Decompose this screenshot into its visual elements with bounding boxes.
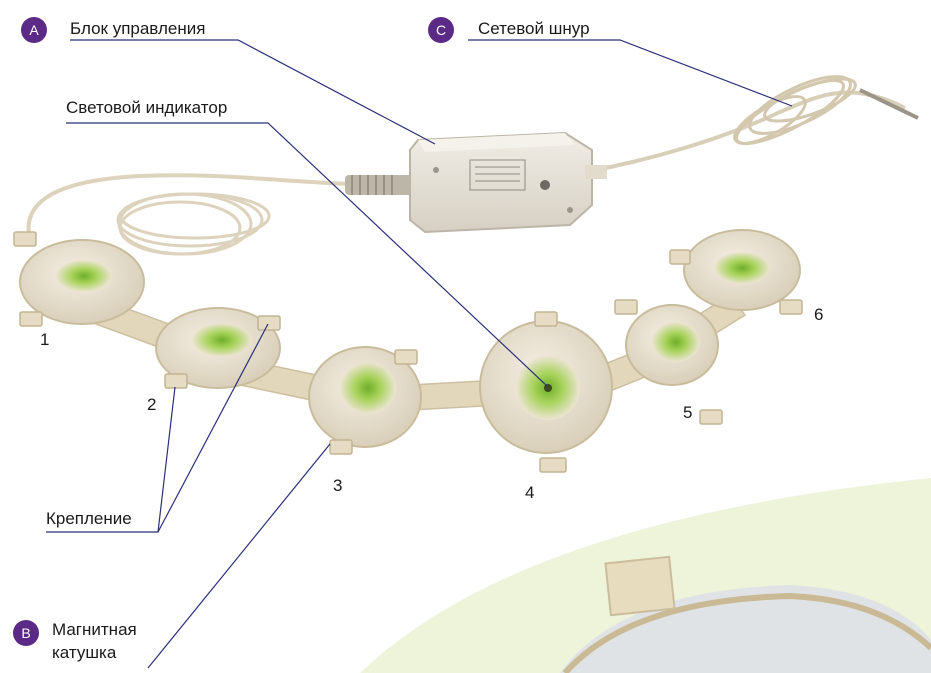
control-box-icon <box>410 133 607 232</box>
power-cord-coil-icon <box>728 65 860 154</box>
label-mount: Крепление <box>46 509 132 529</box>
coil-number-5: 5 <box>683 403 692 423</box>
coil-number-1: 1 <box>40 330 49 350</box>
leader-coil <box>148 444 330 668</box>
badge-b: B <box>13 620 39 646</box>
badge-a: A <box>21 17 47 43</box>
badge-c: C <box>428 17 454 43</box>
label-light-indicator: Световой индикатор <box>66 98 227 118</box>
leader-control-box <box>70 40 435 144</box>
magnetic-coil-pad-6 <box>684 230 800 310</box>
coil-number-2: 2 <box>147 395 156 415</box>
label-magnetic-coil-line1: Магнитная <box>52 620 137 640</box>
label-control-box: Блок управления <box>70 19 205 39</box>
coil-number-3: 3 <box>333 476 342 496</box>
power-cord <box>585 92 905 172</box>
leader-power-cord <box>468 40 792 106</box>
coil-number-4: 4 <box>525 483 534 503</box>
magnetic-coil-pad-5 <box>626 305 718 385</box>
label-magnetic-coil-line2: катушка <box>52 643 116 663</box>
cable-coil-icon <box>118 194 269 254</box>
label-power-cord: Сетевой шнур <box>478 19 590 39</box>
coil-number-6: 6 <box>814 305 823 325</box>
